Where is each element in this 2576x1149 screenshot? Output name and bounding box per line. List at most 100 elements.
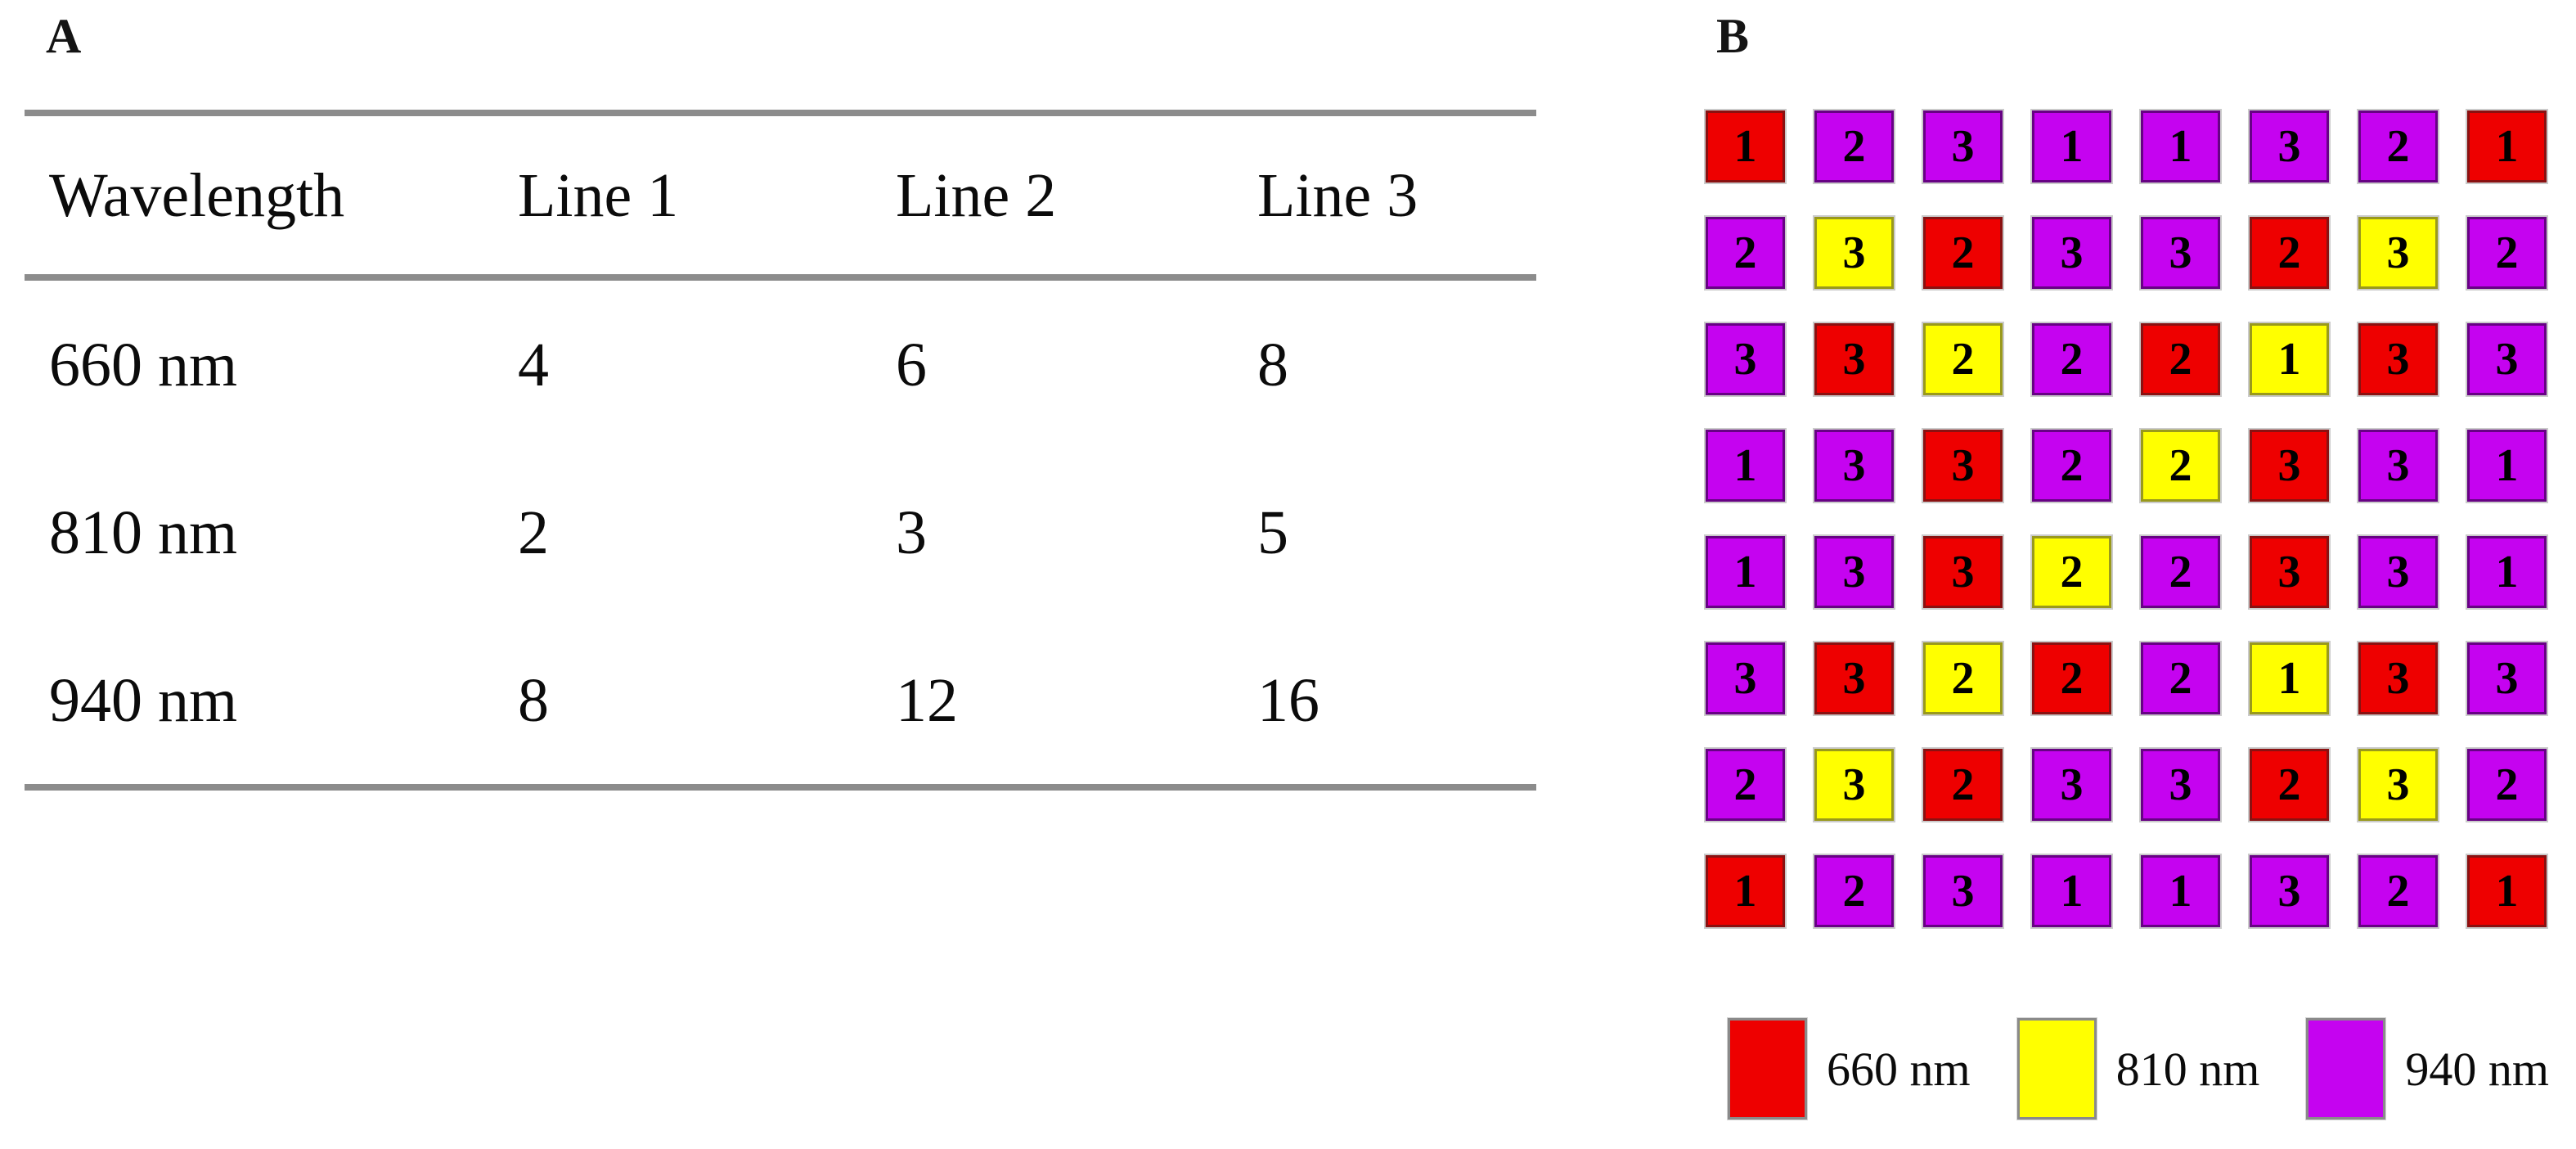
legend-item-940nm: 940 nm: [2306, 1018, 2549, 1120]
grid-cell-940nm: 2: [2032, 430, 2111, 502]
grid-cell-940nm: 1: [2032, 110, 2111, 182]
grid-cell-660nm: 2: [2250, 217, 2329, 289]
grid-cell-660nm: 2: [2141, 323, 2220, 395]
grid-cell-940nm: 3: [1814, 430, 1894, 502]
grid-cell-660nm: 1: [2467, 110, 2547, 182]
grid-cell-660nm: 3: [1814, 323, 1894, 395]
legend-swatch-660nm: [1728, 1018, 1807, 1120]
value-cell: 8: [518, 665, 549, 735]
panel-b-label: B: [1716, 9, 1751, 63]
grid-cell-660nm: 2: [1923, 217, 2003, 289]
grid-cell-940nm: 3: [2032, 217, 2111, 289]
grid-cell-660nm: 3: [2250, 536, 2329, 608]
table-row: 660 nm 4 6 8: [25, 281, 1536, 448]
grid-cell-940nm: 3: [2467, 642, 2547, 714]
grid-cell-660nm: 1: [1706, 855, 1785, 927]
grid-cell-940nm: 1: [1706, 536, 1785, 608]
grid-cell-940nm: 3: [1706, 323, 1785, 395]
table-rule-mid: [25, 274, 1536, 281]
grid-cell-940nm: 1: [2467, 536, 2547, 608]
grid-cell-940nm: 1: [2467, 430, 2547, 502]
legend-swatch-940nm: [2306, 1018, 2386, 1120]
header-line-2: Line 2: [896, 160, 1057, 230]
value-cell: 5: [1257, 498, 1288, 567]
table-row: 940 nm 8 12 16: [25, 616, 1536, 784]
value-cell: 6: [896, 330, 927, 399]
grid-cell-940nm: 3: [2358, 430, 2438, 502]
grid-cell-940nm: 2: [2467, 217, 2547, 289]
grid-cell-940nm: 3: [1923, 855, 2003, 927]
grid-cell-660nm: 3: [1923, 430, 2003, 502]
grid-cell-940nm: 2: [1706, 749, 1785, 821]
wavelength-legend: 660 nm 810 nm 940 nm: [1728, 1018, 2549, 1120]
grid-cell-940nm: 3: [2141, 217, 2220, 289]
wavelength-cell: 940 nm: [49, 665, 238, 735]
grid-cell-660nm: 3: [2250, 430, 2329, 502]
grid-cell-660nm: 2: [1923, 749, 2003, 821]
grid-cell-660nm: 2: [2250, 749, 2329, 821]
wavelength-cell: 810 nm: [49, 498, 238, 567]
legend-item-810nm: 810 nm: [2016, 1018, 2260, 1120]
grid-cell-940nm: 2: [2358, 110, 2438, 182]
value-cell: 8: [1257, 330, 1288, 399]
table-row: 810 nm 2 3 5: [25, 448, 1536, 616]
grid-cell-660nm: 1: [1706, 110, 1785, 182]
grid-cell-660nm: 1: [2467, 855, 2547, 927]
grid-cell-810nm: 2: [1923, 323, 2003, 395]
grid-cell-940nm: 3: [2250, 110, 2329, 182]
grid-cell-940nm: 1: [1706, 430, 1785, 502]
grid-cell-660nm: 3: [2358, 323, 2438, 395]
value-cell: 12: [896, 665, 958, 735]
grid-cell-660nm: 2: [2032, 642, 2111, 714]
grid-cell-810nm: 3: [1814, 749, 1894, 821]
grid-cell-810nm: 3: [2358, 749, 2438, 821]
grid-cell-940nm: 3: [2467, 323, 2547, 395]
grid-cell-940nm: 2: [1706, 217, 1785, 289]
table-header-row: Wavelength Line 1 Line 2 Line 3: [25, 116, 1536, 274]
table-rule-bottom: [25, 784, 1536, 791]
legend-label: 810 nm: [2115, 1042, 2260, 1096]
legend-label: 940 nm: [2405, 1042, 2549, 1096]
table-body: 660 nm 4 6 8 810 nm 2 3 5 940 nm 8 12 16: [25, 281, 1536, 784]
legend-item-660nm: 660 nm: [1728, 1018, 1971, 1120]
grid-cell-940nm: 2: [2467, 749, 2547, 821]
header-line-3: Line 3: [1257, 160, 1418, 230]
grid-cell-940nm: 3: [1814, 536, 1894, 608]
grid-cell-940nm: 1: [2141, 855, 2220, 927]
grid-cell-660nm: 3: [1814, 642, 1894, 714]
grid-cell-940nm: 3: [2250, 855, 2329, 927]
grid-cell-940nm: 2: [2141, 642, 2220, 714]
grid-cell-660nm: 3: [1923, 536, 2003, 608]
value-cell: 16: [1257, 665, 1319, 735]
table-rule-top: [25, 110, 1536, 116]
grid-cell-810nm: 1: [2250, 642, 2329, 714]
grid-cell-940nm: 1: [2032, 855, 2111, 927]
header-wavelength: Wavelength: [49, 160, 345, 230]
panel-a-label: A: [46, 9, 83, 63]
grid-cell-810nm: 1: [2250, 323, 2329, 395]
grid-cell-940nm: 3: [2141, 749, 2220, 821]
value-cell: 3: [896, 498, 927, 567]
value-cell: 4: [518, 330, 549, 399]
grid-cell-940nm: 2: [2141, 536, 2220, 608]
grid-cell-810nm: 2: [2141, 430, 2220, 502]
grid-cell-810nm: 2: [2032, 536, 2111, 608]
grid-cell-660nm: 3: [2358, 642, 2438, 714]
wavelength-cell: 660 nm: [49, 330, 238, 399]
grid-cell-810nm: 3: [2358, 217, 2438, 289]
grid-cell-940nm: 2: [1814, 855, 1894, 927]
legend-swatch-810nm: [2016, 1018, 2097, 1120]
grid-cell-940nm: 1: [2141, 110, 2220, 182]
grid-cell-940nm: 3: [2358, 536, 2438, 608]
grid-cell-940nm: 3: [2032, 749, 2111, 821]
grid-cell-810nm: 3: [1814, 217, 1894, 289]
grid-cell-940nm: 3: [1923, 110, 2003, 182]
legend-label: 660 nm: [1827, 1042, 1971, 1096]
grid-cell-940nm: 3: [1706, 642, 1785, 714]
value-cell: 2: [518, 498, 549, 567]
grid-cell-940nm: 2: [2358, 855, 2438, 927]
grid-cell-940nm: 2: [1814, 110, 1894, 182]
grid-cell-940nm: 2: [2032, 323, 2111, 395]
